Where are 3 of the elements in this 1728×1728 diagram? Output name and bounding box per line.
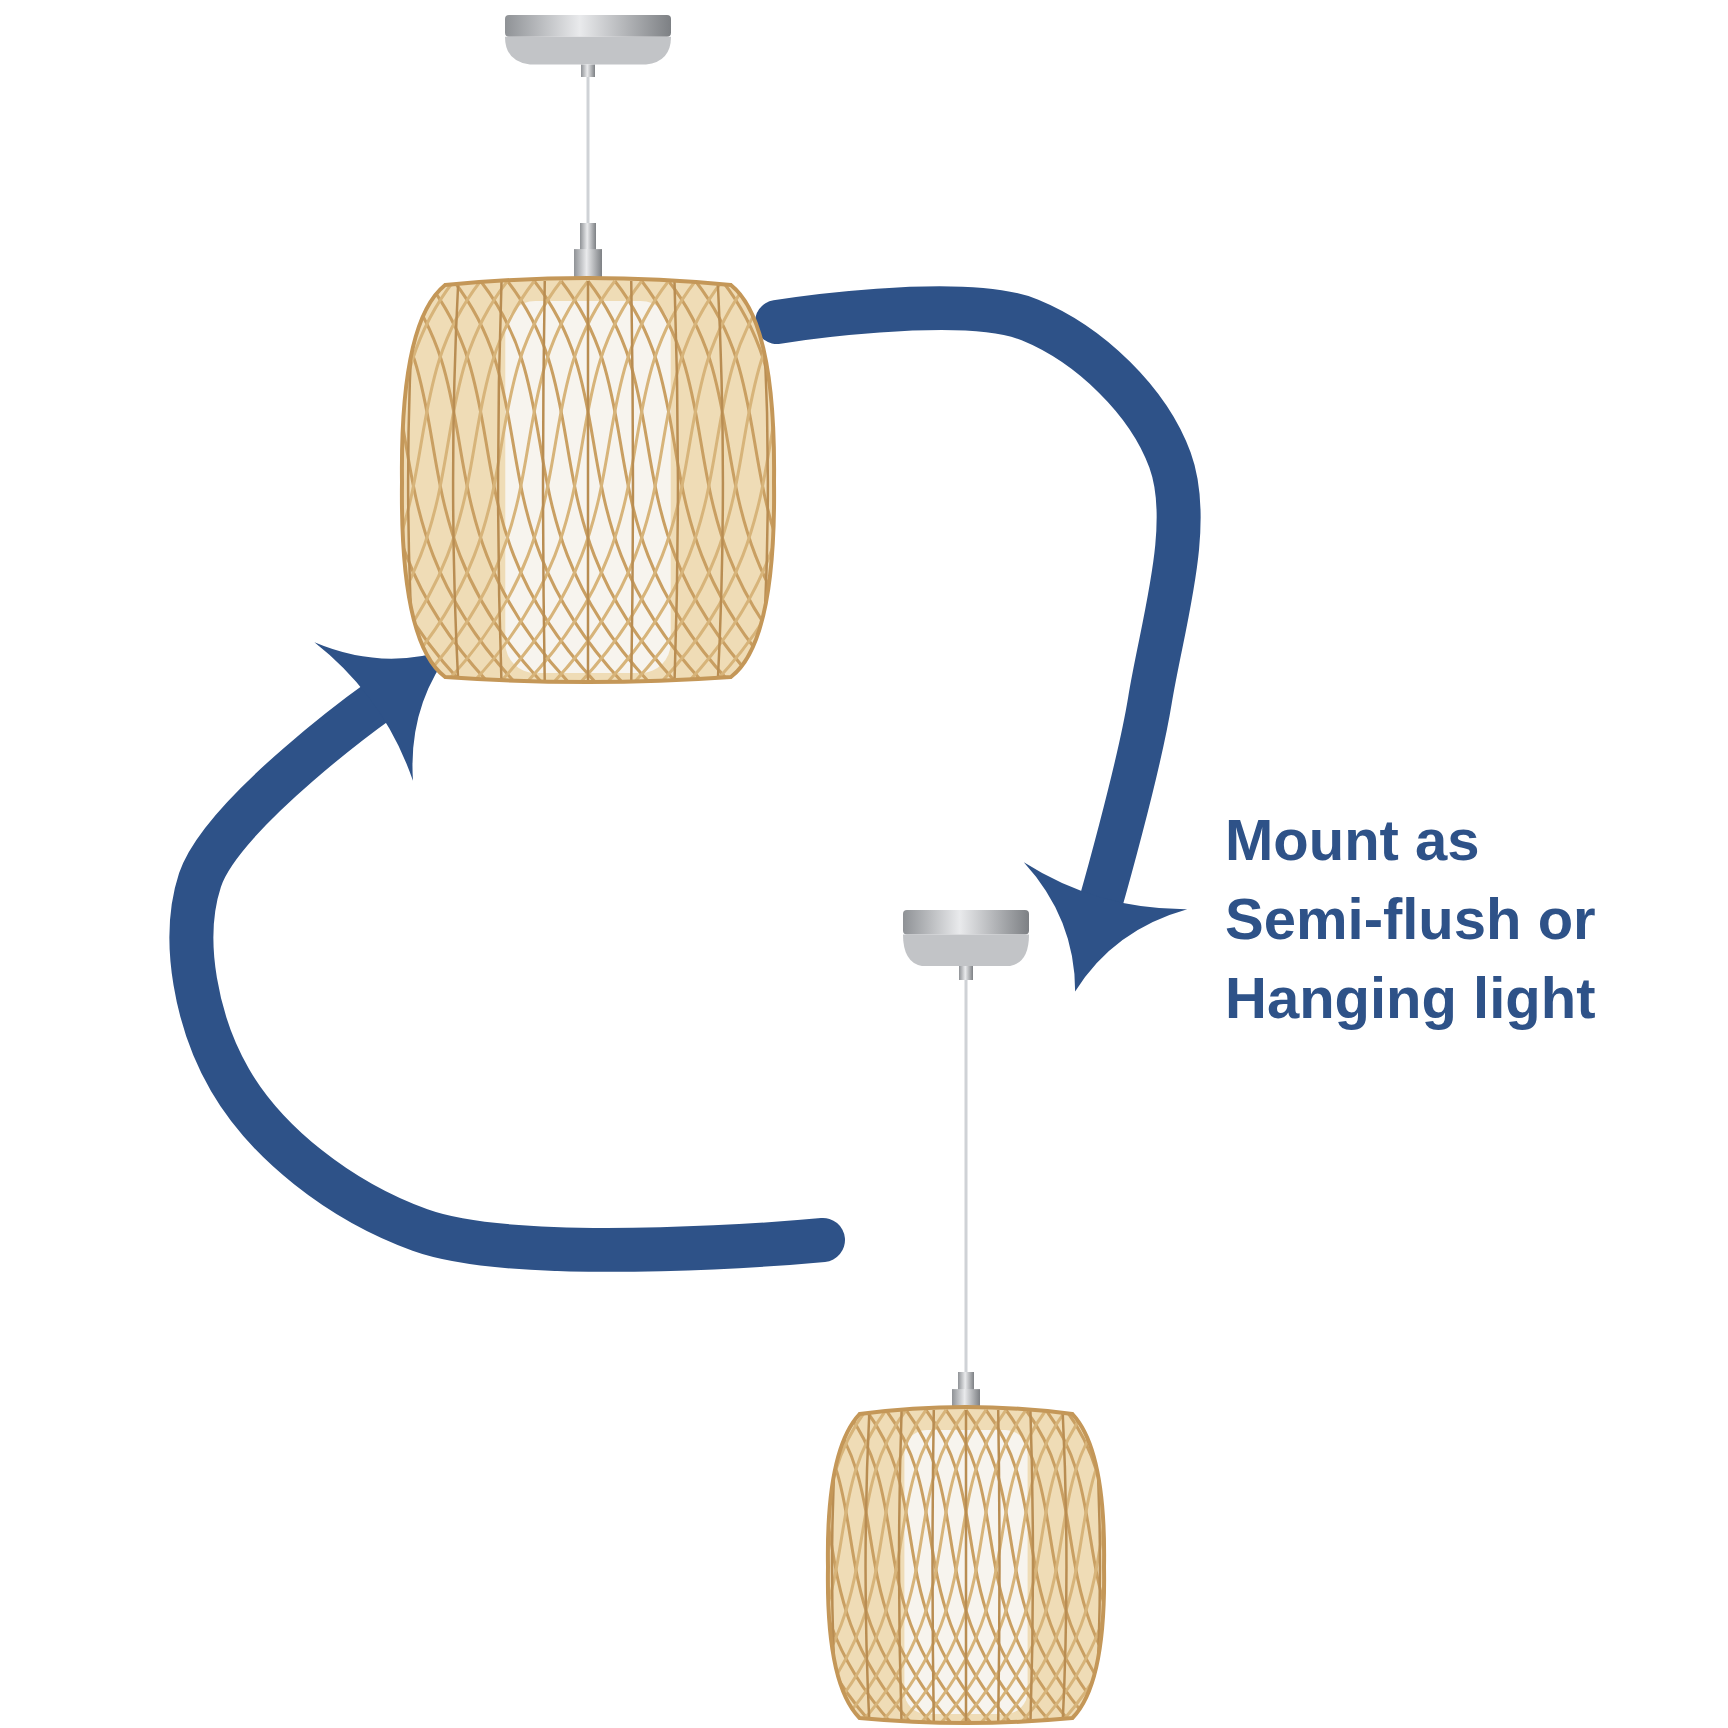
pendant-lamp-drawing (400, 15, 776, 685)
pendant-lamp-drawing (826, 910, 1106, 1726)
mounting-note: Mount as Semi-flush or Hanging light (1225, 806, 1597, 1032)
